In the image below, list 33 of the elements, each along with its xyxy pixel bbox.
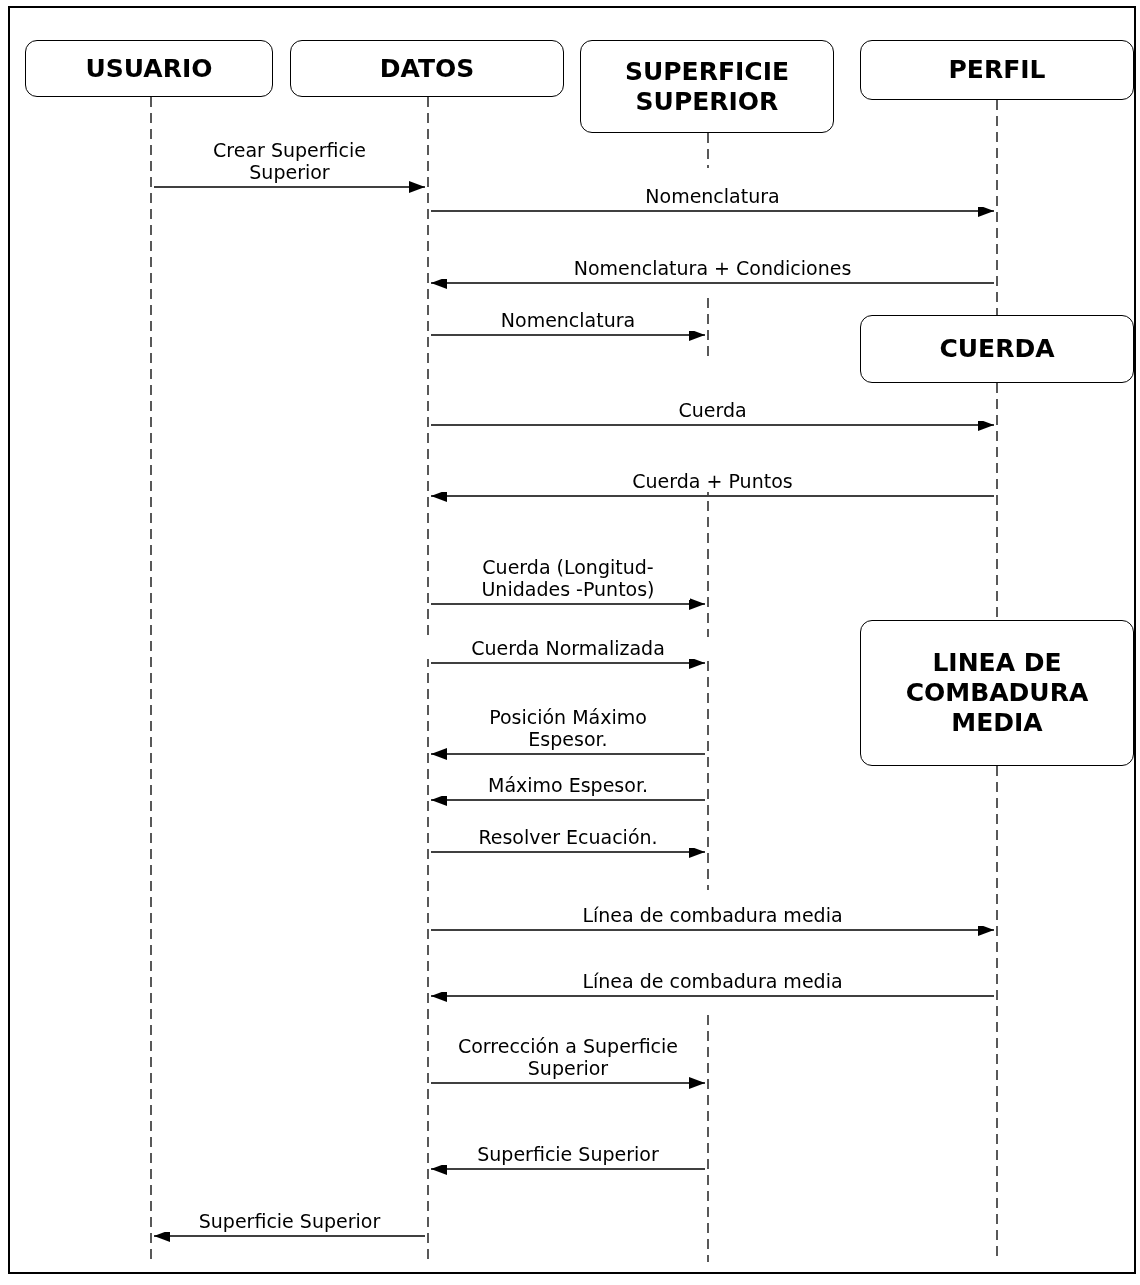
participant-name: PERFIL [948,55,1046,85]
lifeline [425,97,431,1262]
message-arrow [430,794,706,806]
message-arrow [430,419,995,431]
message-arrow [430,924,995,936]
message-arrow [430,598,706,610]
participant-name: CUERDA [939,334,1055,364]
participant-name: DATOS [379,53,475,84]
lifeline [148,97,154,1262]
message-label: Cuerda Normalizada [426,637,710,659]
message-arrow [430,205,995,217]
participant-name: USUARIO [85,53,213,84]
participant-box [860,40,1134,100]
participant-box [25,40,273,97]
participant-box [580,40,834,133]
participant-name: LINEA DE COMBADURA MEDIA [904,648,1090,738]
message-arrow [430,1077,706,1089]
message-arrow [430,490,995,502]
message-arrow [430,1163,706,1175]
message-arrow [430,846,706,858]
lifeline [994,383,1000,620]
message-arrow [430,329,706,341]
message-arrow [153,181,426,193]
participant-name: SUPERFICIE SUPERIOR [623,56,791,117]
message-arrow [153,1230,426,1242]
participant-box [860,620,1134,766]
message-arrow [430,748,706,760]
participant-box [290,40,564,97]
message-arrow [430,990,995,1002]
message-arrow [430,657,706,669]
lifeline [994,100,1000,315]
participant-box [860,315,1134,383]
message-arrow [430,277,995,289]
